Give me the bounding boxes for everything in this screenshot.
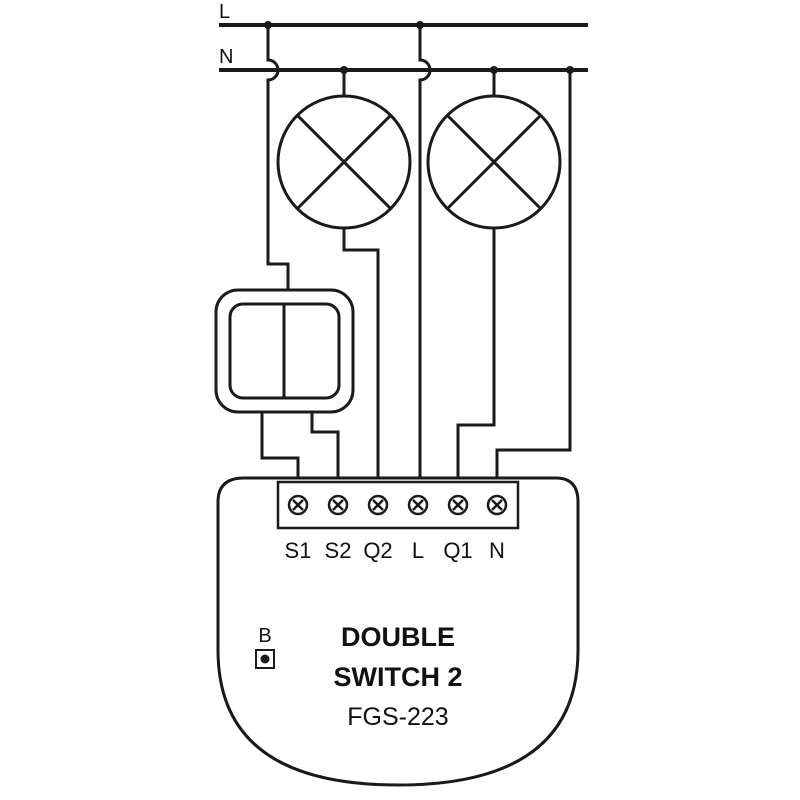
wire-lamp-2-to-q1 [456, 228, 496, 482]
terminal-screw-icon [367, 494, 389, 516]
terminal-block [276, 480, 520, 530]
double-switch-icon [214, 288, 355, 414]
wire-lamp-1-to-q2 [342, 228, 380, 482]
module-body [216, 476, 580, 787]
lamp-2-icon [426, 94, 562, 230]
terminal-screw-icon [407, 494, 429, 516]
terminal-screw-icon [327, 494, 349, 516]
device-name-line-1: DOUBLE [341, 622, 455, 652]
device-model: FGS-223 [347, 703, 448, 731]
terminal-label-s1: S1 [285, 538, 312, 563]
wire-switch-to-s1 [260, 412, 300, 482]
terminal-label-n: N [489, 538, 505, 563]
wire-switch-to-s2 [310, 412, 340, 482]
neutral-line-label: N [219, 46, 233, 68]
terminal-screw-icon [447, 494, 469, 516]
service-button[interactable] [255, 649, 275, 669]
terminal-label-q1: Q1 [443, 538, 472, 563]
terminal-screw-icon [486, 494, 508, 516]
terminal-screw-icon [287, 494, 309, 516]
wire-neutral-to-terminal-n [495, 70, 572, 482]
wire-live-to-switch [266, 25, 290, 290]
device-name-line-2: SWITCH 2 [333, 662, 462, 692]
live-line-label: L [219, 1, 230, 23]
terminal-label-l: L [412, 538, 424, 563]
lamp-1-icon [276, 94, 412, 230]
terminal-label-s2: S2 [325, 538, 352, 563]
button-label: B [258, 625, 271, 647]
wire-live-to-terminal-l [418, 25, 432, 482]
terminal-label-q2: Q2 [363, 538, 392, 563]
